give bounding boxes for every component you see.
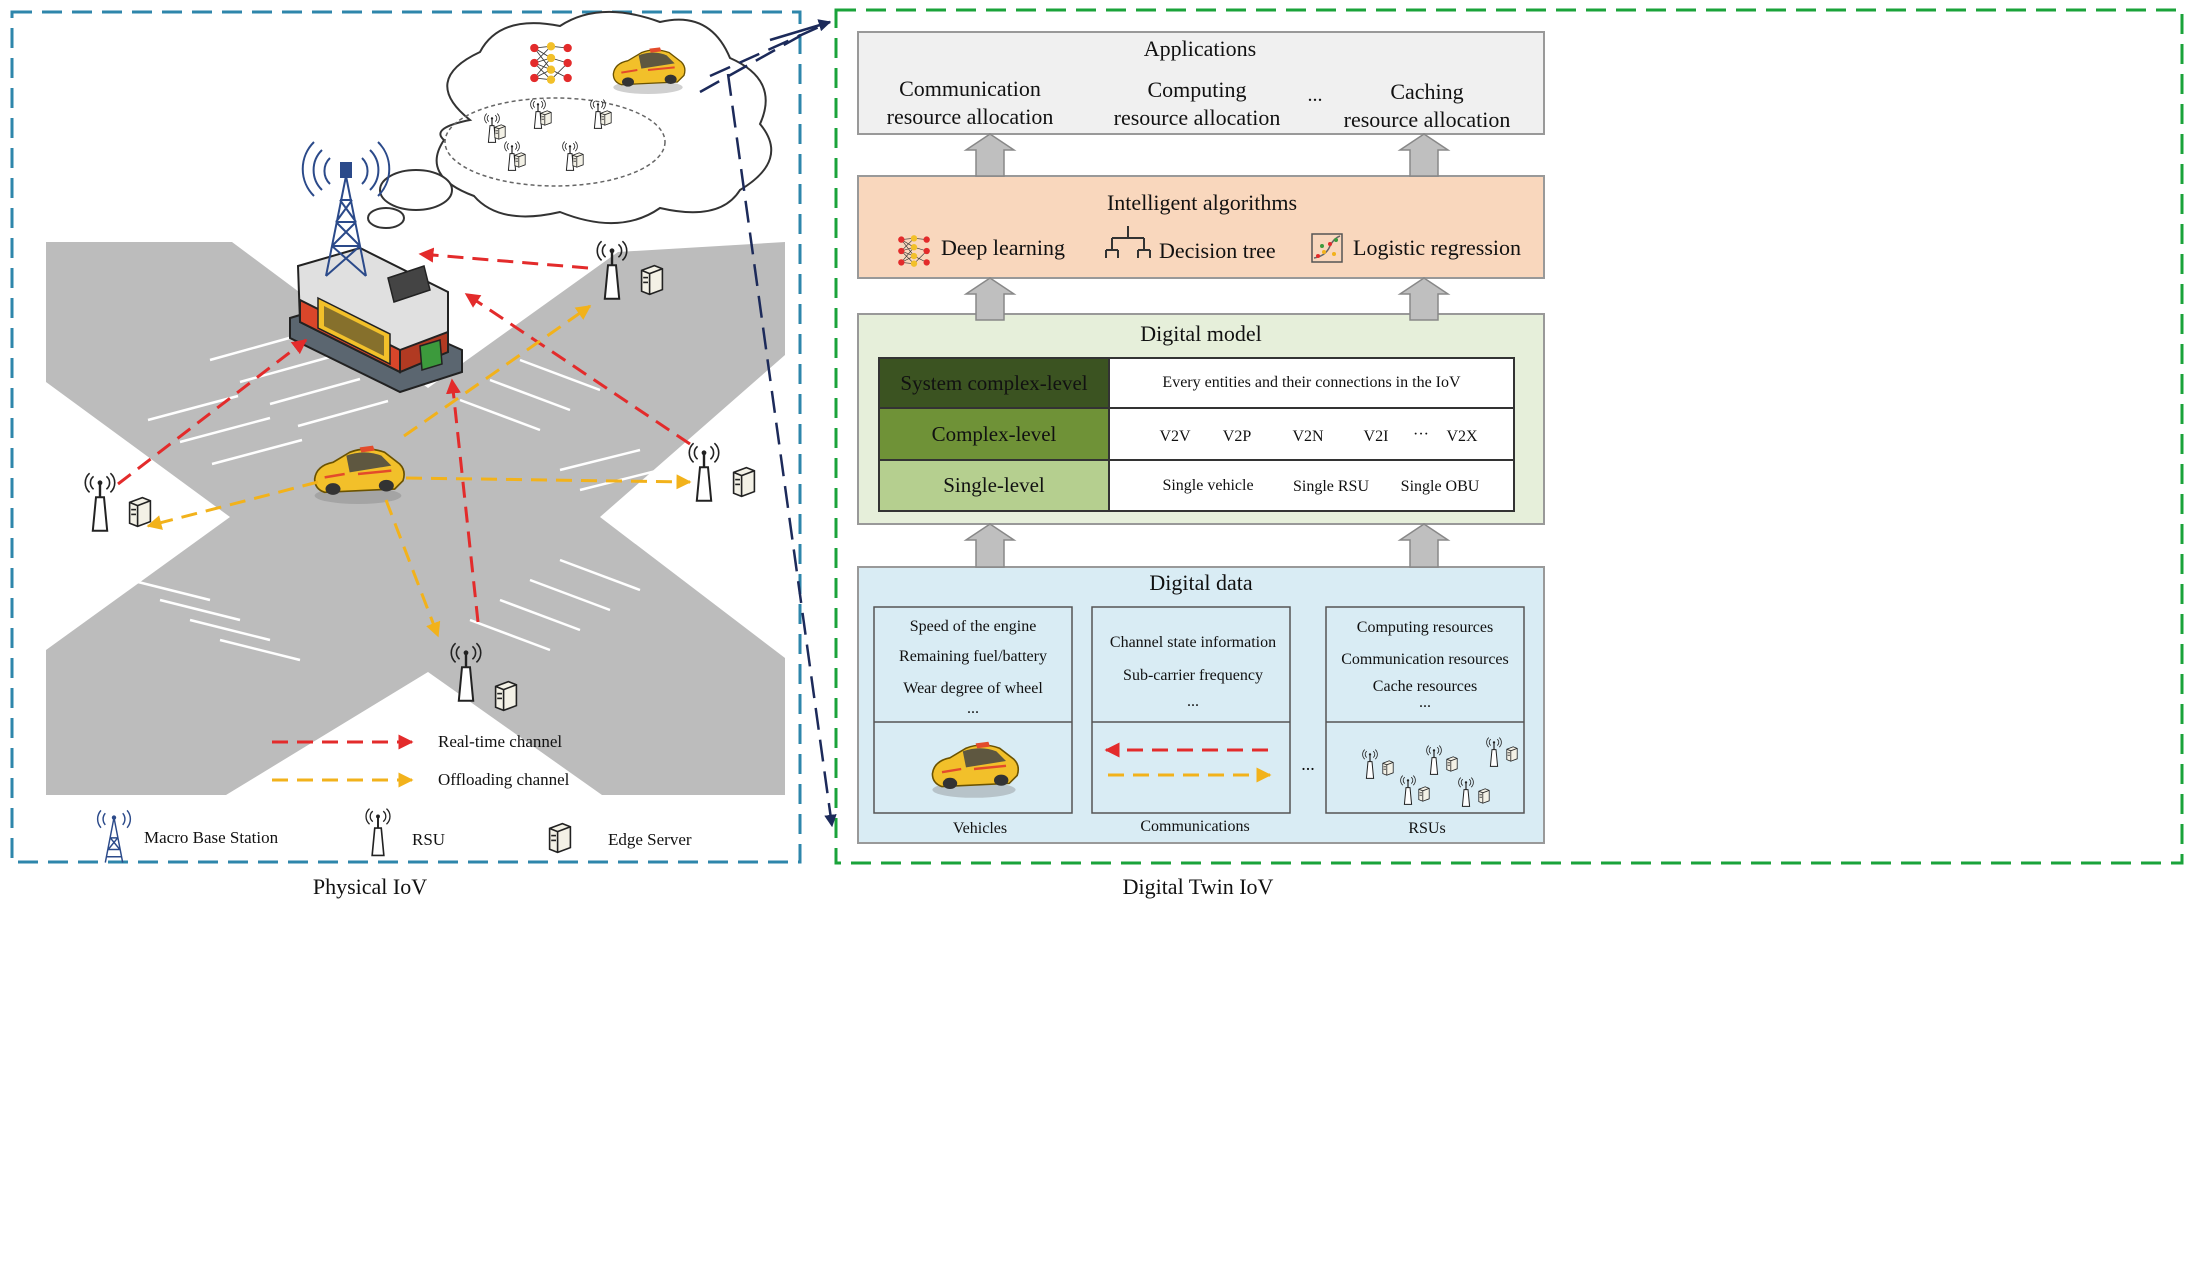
algorithm-logistic-regression: Logistic regression <box>1353 235 1522 260</box>
complex-item-v2i: V2I <box>1363 428 1389 445</box>
complex-item-v2n: V2N <box>1292 428 1324 445</box>
rsu-data-computing: Computing resources <box>1356 619 1494 636</box>
rsu-data-ellipsis: ... <box>1419 694 1431 711</box>
algorithms-title: Intelligent algorithms <box>1106 190 1298 215</box>
legend-offloading-label: Offloading channel <box>438 770 570 789</box>
vehicle-data-wheel-wear: Wear degree of wheel <box>903 680 1043 697</box>
rsu-data-cache: Cache resources <box>1372 678 1478 695</box>
level-complex: Complex-level <box>878 407 1110 461</box>
algorithm-deep-learning: Deep learning <box>941 235 1065 260</box>
system-level-desc-text: Every entities and their connections in … <box>1162 374 1461 391</box>
digital-data-title: Digital data <box>1149 570 1253 595</box>
macro-base-station-icon <box>96 809 132 864</box>
app-comp-line2: resource allocation <box>1113 105 1281 130</box>
data-label-rsus: RSUs <box>1408 820 1446 837</box>
vehicle-data-fuel: Remaining fuel/battery <box>899 648 1047 665</box>
comm-data-csi: Channel state information <box>1109 634 1277 651</box>
legend-edge-server-label: Edge Server <box>608 830 692 849</box>
app-comm-line2: resource allocation <box>886 104 1054 129</box>
logistic-regression-icon <box>1311 233 1343 263</box>
data-between-ellipsis: ... <box>1301 754 1315 774</box>
legend-mbs-label: Macro Base Station <box>144 828 279 847</box>
physical-iov-frame <box>10 10 802 864</box>
rsu-icon <box>364 807 392 857</box>
complex-item-v2x: V2X <box>1446 428 1478 445</box>
mapping-arrow-top <box>699 20 831 94</box>
single-item-vehicle: Single vehicle <box>1162 477 1254 494</box>
edge-server-icon <box>548 822 572 854</box>
offloading-channels <box>146 304 692 638</box>
caption-digital-twin-iov: Digital Twin IoV <box>1122 874 1274 899</box>
applications-box <box>857 31 1545 135</box>
realtime-channels <box>117 247 691 623</box>
complex-item-ellipsis: ··· <box>1413 426 1429 443</box>
app-comm-line1: Communication <box>899 76 1041 101</box>
level-complex-label: Complex-level <box>931 421 1057 446</box>
app-cache-line2: resource allocation <box>1343 107 1511 132</box>
comm-data-ellipsis: ... <box>1187 693 1199 710</box>
algorithm-decision-tree: Decision tree <box>1159 238 1276 263</box>
level-single-label: Single-level <box>943 473 1045 497</box>
cloud-digital-twin <box>367 10 773 229</box>
complex-item-v2v: V2V <box>1159 428 1191 445</box>
data-label-communications: Communications <box>1140 818 1250 835</box>
rsu-west <box>84 472 152 532</box>
system-level-desc: Every entities and their connections in … <box>1108 357 1515 409</box>
level-system-complex: System complex-level <box>878 357 1110 409</box>
road-intersection <box>46 242 785 795</box>
single-item-obu: Single OBU <box>1400 478 1480 495</box>
app-cache-line1: Caching <box>1390 79 1464 104</box>
digital-twin-frame <box>834 8 2184 865</box>
level-system-complex-label: System complex-level <box>900 370 1088 395</box>
data-subboxes <box>873 606 1525 814</box>
single-level-row <box>1108 459 1515 512</box>
vehicle-data-engine-speed: Speed of the engine <box>909 618 1037 635</box>
vehicle-data-ellipsis: ... <box>967 700 979 717</box>
legend-rsu-label: RSU <box>412 830 446 849</box>
digital-model-title: Digital model <box>1140 321 1262 346</box>
rsu-data-communication: Communication resources <box>1341 651 1509 668</box>
digital-data-box <box>857 566 1545 844</box>
data-label-vehicles: Vehicles <box>952 820 1008 837</box>
layer-up-arrows <box>963 133 1451 568</box>
caption-physical-iov: Physical IoV <box>312 874 428 899</box>
macro-base-station-building <box>289 141 463 394</box>
single-item-rsu: Single RSU <box>1292 478 1370 495</box>
rsu-east <box>688 442 756 502</box>
comm-data-subcarrier: Sub-carrier frequency <box>1123 667 1263 684</box>
decision-tree-icon <box>1105 226 1151 258</box>
app-ellipsis: ... <box>1307 84 1323 106</box>
complex-item-v2p: V2P <box>1222 428 1252 445</box>
algorithms-box <box>857 175 1545 279</box>
legend-realtime-label: Real-time channel <box>438 732 563 751</box>
app-comp-line1: Computing <box>1147 77 1247 102</box>
applications-title: Applications <box>1143 36 1257 61</box>
level-single: Single-level <box>878 459 1110 512</box>
